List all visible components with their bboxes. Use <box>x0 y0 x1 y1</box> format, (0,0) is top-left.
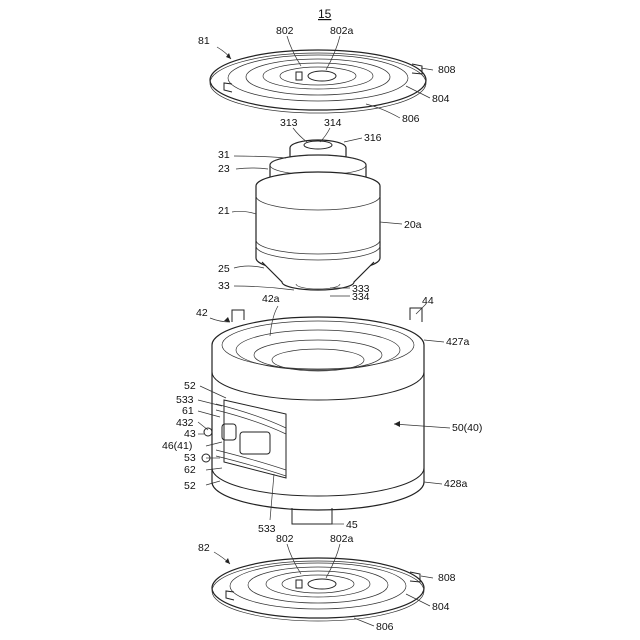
label-44: 44 <box>422 295 434 307</box>
label-334: 334 <box>352 291 370 303</box>
label-50-40: 50(40) <box>452 422 482 434</box>
label-23: 23 <box>218 163 230 175</box>
label-43: 43 <box>184 428 196 440</box>
top-spring-plate <box>210 50 426 113</box>
label-428a: 428a <box>444 478 468 490</box>
label-313: 313 <box>280 117 298 129</box>
label-802-bottom: 802 <box>276 533 294 545</box>
label-46-41: 46(41) <box>162 440 192 452</box>
label-52-bottom: 52 <box>184 480 196 492</box>
label-52-top: 52 <box>184 380 196 392</box>
figure-title: 15 <box>318 7 332 21</box>
label-25: 25 <box>218 263 230 275</box>
label-61: 61 <box>182 405 194 417</box>
label-808-top: 808 <box>438 64 456 76</box>
label-53: 53 <box>184 452 196 464</box>
label-62: 62 <box>184 464 196 476</box>
label-427a: 427a <box>446 336 470 348</box>
label-81: 81 <box>198 35 210 47</box>
bottom-spring-plate <box>212 558 424 621</box>
label-20a: 20a <box>404 219 422 231</box>
label-316: 316 <box>364 132 382 144</box>
label-808-bottom: 808 <box>438 572 456 584</box>
label-533-bottom: 533 <box>258 523 276 535</box>
housing <box>202 308 424 524</box>
label-806-bottom: 806 <box>376 621 394 633</box>
label-31: 31 <box>218 149 230 161</box>
label-802a-top: 802a <box>330 25 354 37</box>
label-42: 42 <box>196 307 208 319</box>
label-804-bottom: 804 <box>432 601 450 613</box>
label-314: 314 <box>324 117 342 129</box>
core-unit <box>256 140 380 290</box>
label-33: 33 <box>218 280 230 292</box>
label-802-top: 802 <box>276 25 294 37</box>
label-82: 82 <box>198 542 210 554</box>
label-802a-bottom: 802a <box>330 533 354 545</box>
label-45: 45 <box>346 519 358 531</box>
label-804-top: 804 <box>432 93 450 105</box>
label-806-top: 806 <box>402 113 420 125</box>
label-21: 21 <box>218 205 230 217</box>
label-42a: 42a <box>262 293 280 305</box>
